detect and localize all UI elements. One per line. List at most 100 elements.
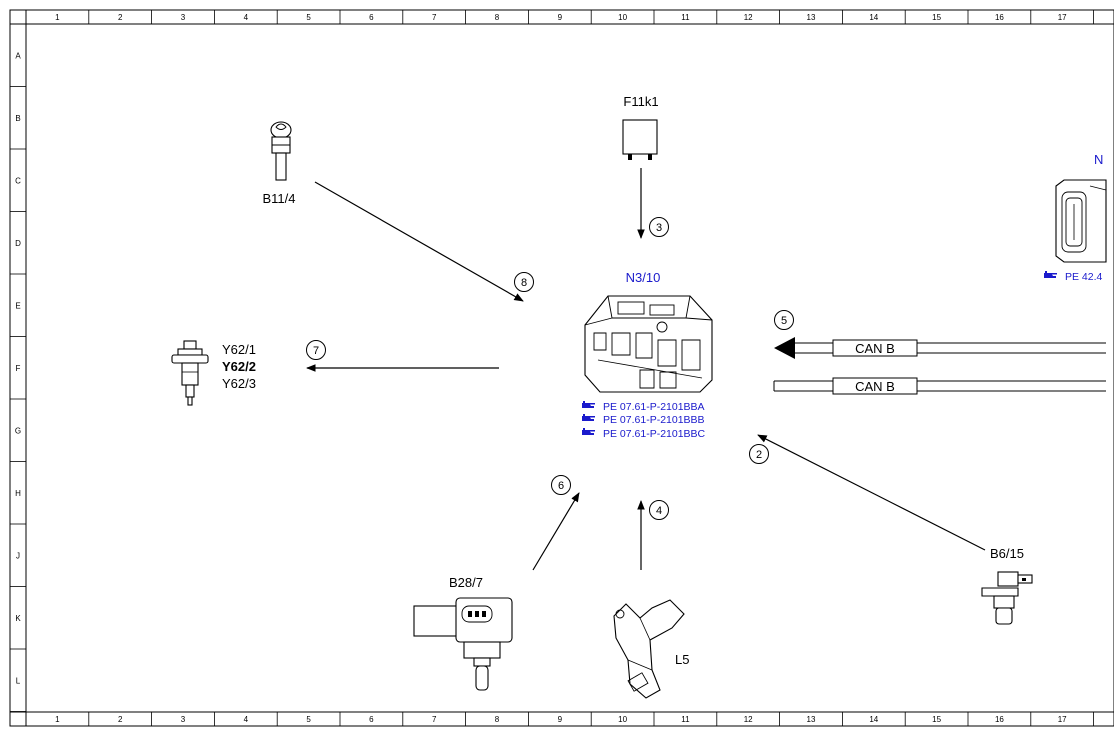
signal-lines xyxy=(306,168,986,571)
column-grid: 1122334455667788991010111112121313141415… xyxy=(55,10,1094,726)
svg-text:8: 8 xyxy=(521,277,527,289)
y62-1-label: Y62/1 xyxy=(222,342,256,357)
column-number-top: 10 xyxy=(618,13,627,22)
column-number-bottom: 10 xyxy=(618,715,627,724)
signal-line-2 xyxy=(757,434,986,551)
column-number-bottom: 14 xyxy=(869,715,878,724)
f11k1-relay-icon xyxy=(622,119,658,160)
signal-number-2: 2 xyxy=(749,444,769,464)
component-b11-4: B11/4 xyxy=(262,121,296,206)
b11-4-label: B11/4 xyxy=(262,191,295,206)
svg-text:CAN B: CAN B xyxy=(855,341,895,356)
column-number-bottom: 13 xyxy=(807,715,816,724)
signal-number-3: 3 xyxy=(649,217,669,237)
n3-10-reference-1[interactable]: PE 07.61-P-2101BBA xyxy=(582,401,705,413)
f11k1-label: F11k1 xyxy=(623,94,658,109)
column-number-top: 9 xyxy=(558,13,563,22)
injector-icon xyxy=(171,340,209,406)
svg-text:5: 5 xyxy=(781,315,787,327)
l5-label: L5 xyxy=(675,652,689,667)
pointing-hand-icon xyxy=(582,401,595,408)
column-number-bottom: 15 xyxy=(932,715,941,724)
column-number-top: 14 xyxy=(869,13,878,22)
column-number-top: 15 xyxy=(932,13,941,22)
column-number-bottom: 4 xyxy=(244,715,249,724)
row-letter: A xyxy=(15,51,21,60)
component-l5: L5 xyxy=(613,599,689,699)
signal-numbers: 8 3 7 5 2 6 4 xyxy=(306,217,794,520)
svg-text:PE 07.61-P-2101BBC: PE 07.61-P-2101BBC xyxy=(603,428,706,440)
column-number-top: 6 xyxy=(369,13,374,22)
svg-text:3: 3 xyxy=(656,222,662,234)
column-number-top: 13 xyxy=(807,13,816,22)
component-f11k1: F11k1 xyxy=(622,94,659,160)
svg-text:CAN B: CAN B xyxy=(855,379,895,394)
module-icon xyxy=(1055,179,1107,263)
column-number-top: 2 xyxy=(118,13,123,22)
column-number-top: 16 xyxy=(995,13,1004,22)
n-partial-label: N xyxy=(1094,152,1103,167)
signal-number-6: 6 xyxy=(551,475,571,495)
can-bus-top: CAN B xyxy=(774,337,1106,359)
signal-number-5: 5 xyxy=(774,310,794,330)
column-number-bottom: 9 xyxy=(558,715,563,724)
b28-7-label: B28/7 xyxy=(449,575,483,590)
column-number-top: 3 xyxy=(181,13,186,22)
column-number-top: 11 xyxy=(681,13,690,22)
crankshaft-sensor-icon xyxy=(613,599,685,699)
camshaft-sensor-icon xyxy=(981,571,1033,625)
svg-text:PE 07.61-P-2101BBB: PE 07.61-P-2101BBB xyxy=(603,414,705,426)
column-number-top: 17 xyxy=(1058,13,1067,22)
svg-text:2: 2 xyxy=(756,449,762,461)
row-letter: B xyxy=(15,114,20,123)
column-number-bottom: 12 xyxy=(744,715,753,724)
row-letter: F xyxy=(16,364,21,373)
row-letter: H xyxy=(15,489,21,498)
row-letter: L xyxy=(16,676,21,685)
row-letter: D xyxy=(15,239,21,248)
n-partial-reference[interactable]: PE 42.4 xyxy=(1044,271,1103,283)
column-number-bottom: 8 xyxy=(495,715,500,724)
column-number-bottom: 17 xyxy=(1058,715,1067,724)
column-number-bottom: 3 xyxy=(181,715,186,724)
control-unit-icon xyxy=(584,295,713,393)
svg-text:PE 42.4: PE 42.4 xyxy=(1065,271,1103,283)
row-letter: K xyxy=(15,614,21,623)
component-n3-10: N3/10 PE 07.61-P-2101BBA PE 07.61-P-2101… xyxy=(582,270,713,440)
pointing-hand-icon xyxy=(1044,271,1057,278)
column-number-top: 4 xyxy=(244,13,249,22)
column-number-top: 8 xyxy=(495,13,500,22)
column-number-top: 12 xyxy=(744,13,753,22)
can-bus: CAN B CAN B xyxy=(773,337,1106,395)
column-number-bottom: 2 xyxy=(118,715,123,724)
signal-number-8: 8 xyxy=(514,272,534,292)
column-number-top: 1 xyxy=(55,13,60,22)
column-number-bottom: 7 xyxy=(432,715,437,724)
column-number-top: 5 xyxy=(306,13,311,22)
n3-10-reference-2[interactable]: PE 07.61-P-2101BBB xyxy=(582,414,705,426)
row-letter: J xyxy=(16,551,20,560)
column-number-bottom: 1 xyxy=(55,715,60,724)
pointing-hand-icon xyxy=(582,414,595,421)
can-bus-bottom: CAN B xyxy=(773,377,1106,395)
y62-2-label: Y62/2 xyxy=(222,359,256,374)
b6-15-label: B6/15 xyxy=(990,546,1024,561)
pressure-sensor-icon xyxy=(413,597,513,691)
column-number-top: 7 xyxy=(432,13,437,22)
n3-10-label: N3/10 xyxy=(626,270,661,285)
component-b6-15: B6/15 xyxy=(981,546,1033,625)
row-letter: E xyxy=(15,301,20,310)
column-number-bottom: 16 xyxy=(995,715,1004,724)
n3-10-reference-3[interactable]: PE 07.61-P-2101BBC xyxy=(582,428,706,440)
signal-number-4: 4 xyxy=(649,500,669,520)
row-letter: C xyxy=(15,176,21,185)
pointing-hand-icon xyxy=(582,428,595,435)
svg-text:7: 7 xyxy=(313,345,319,357)
component-n-partial: N PE 42.4 xyxy=(1044,152,1107,283)
signal-line-8 xyxy=(314,181,524,302)
svg-text:4: 4 xyxy=(656,505,662,517)
b11-4-sensor-icon xyxy=(270,121,292,181)
svg-text:6: 6 xyxy=(558,480,564,492)
